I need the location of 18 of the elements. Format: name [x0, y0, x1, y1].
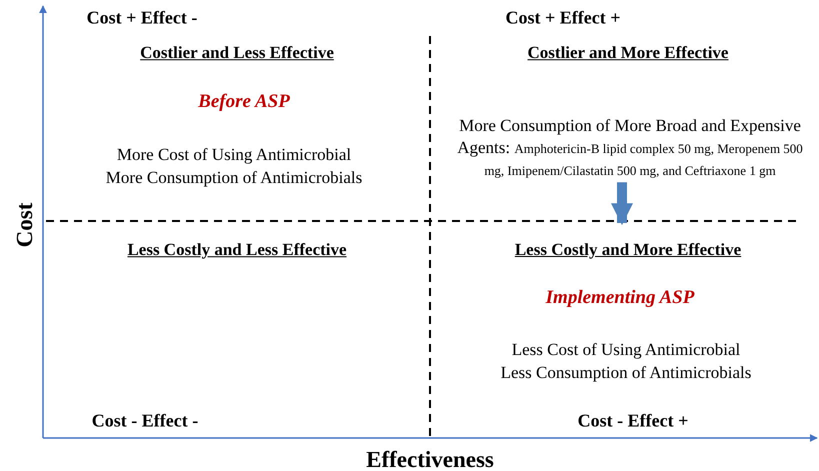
description-text: More Consumption of More Broad and Expensive Agents: Amphotericin-B lipid complex 50 mg, Meropenem 500 mg, Imipenem/Cilastatin 500 mg, and Ceftriaxone 1 gm	[452, 115, 808, 182]
arrow	[611, 182, 633, 226]
quadrant-label: Cost - Effect +	[578, 410, 688, 432]
quadrant-heading: Costlier and Less Effective	[140, 43, 334, 63]
quadrant-label: Cost - Effect -	[92, 410, 198, 432]
quadrant-heading: Less Costly and Less Effective	[127, 240, 347, 260]
quadrant-label: Cost + Effect -	[86, 8, 198, 28]
phase-label: Implementing ASP	[546, 287, 694, 309]
axis-title: Effectiveness	[366, 446, 494, 471]
description-text: More Consumption of Antimicrobials	[106, 168, 362, 188]
quadrant-label: Cost + Effect +	[506, 8, 620, 28]
phase-label: Before ASP	[198, 91, 290, 113]
quadrant-heading: Costlier and More Effective	[528, 43, 728, 63]
quadrant-heading: Less Costly and More Effective	[470, 238, 786, 262]
axis-title: Cost	[12, 202, 38, 248]
description-text: More Cost of Using Antimicrobial	[116, 145, 352, 165]
description-text: Less Cost of Using Antimicrobial	[512, 340, 740, 360]
description-text: Less Consumption of Antimicrobials	[500, 363, 752, 383]
